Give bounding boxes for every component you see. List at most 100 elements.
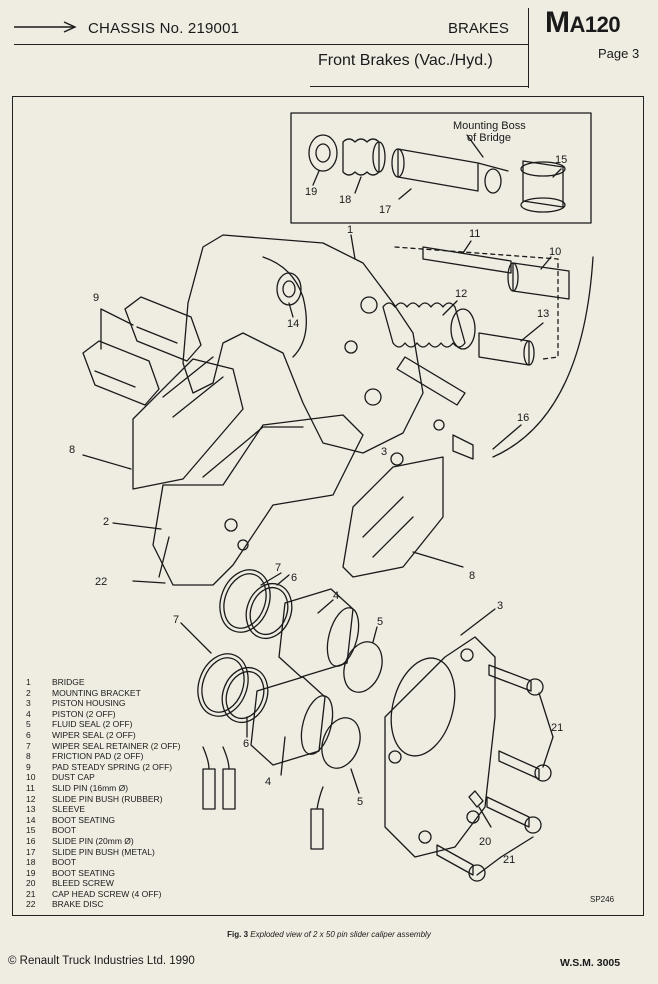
- legend-number: 18: [26, 857, 36, 868]
- legend-number: 22: [26, 899, 36, 910]
- retainer-7b: [197, 653, 249, 717]
- figure-caption-text: Exploded view of 2 x 50 pin slider calip…: [250, 930, 431, 939]
- legend-text: SLIDE PIN (20mm Ø): [52, 835, 134, 846]
- header-divider: [528, 8, 529, 88]
- callout-1: 1: [347, 224, 353, 236]
- legend-text: BRAKE DISC: [52, 899, 104, 910]
- bleed-screw-20: [468, 790, 484, 808]
- boot-seating-19: [308, 134, 338, 172]
- legend-number: 1: [26, 677, 31, 687]
- manual-code-prefix: M: [545, 6, 570, 39]
- legend-row: 13 SLEEVE: [26, 804, 180, 815]
- seal-section-c: [310, 808, 324, 850]
- pad-spring-9b: [82, 340, 160, 406]
- legend-text: BOOT: [52, 857, 77, 868]
- callout-8b: 8: [469, 570, 475, 582]
- callout-3a: 3: [497, 600, 503, 612]
- slide-pin-11: [422, 246, 512, 274]
- figure-frame: [12, 96, 644, 916]
- callout-21b: 21: [503, 854, 515, 866]
- seal-section-a: [202, 768, 216, 810]
- manual-code-suffix: A120: [569, 12, 621, 37]
- legend-text: BLEED SCREW: [52, 878, 114, 889]
- header-rule: [14, 44, 528, 45]
- legend-number: 4: [26, 708, 31, 719]
- callout-11: 11: [469, 228, 480, 240]
- cap-screw-21b: [498, 750, 540, 780]
- legend-number: 9: [26, 761, 31, 772]
- legend-number: 12: [26, 793, 36, 804]
- callout-4b: 4: [265, 776, 271, 788]
- legend-number: 7: [26, 740, 31, 751]
- subtitle-rule: [310, 86, 528, 87]
- slide-pin-16: [396, 356, 466, 406]
- seal-section-b: [222, 768, 236, 810]
- callout-5b: 5: [357, 796, 363, 808]
- cap-screw-21a: [488, 664, 532, 692]
- callout-19: 19: [305, 186, 317, 198]
- exploded-caliper-diagram: Mounting Boss of Bridge 1 2 3 3 4 4 5 5 …: [69, 112, 594, 882]
- legend-text: BOOT SEATING: [52, 867, 115, 878]
- legend-number: 10: [26, 772, 36, 783]
- brake-disc-22: [158, 536, 170, 578]
- piston-housing-3: [384, 636, 496, 858]
- legend-text: FLUID SEAL (2 OFF): [52, 719, 133, 730]
- callout-7b: 7: [173, 614, 179, 626]
- figure-code: SP246: [590, 895, 615, 904]
- figure-caption-label: Fig. 3: [227, 930, 249, 939]
- legend-text: DUST CAP: [52, 772, 95, 783]
- retainer-7a: [219, 569, 271, 633]
- callout-6a: 6: [291, 572, 297, 584]
- callout-9: 9: [93, 292, 99, 304]
- friction-pad-8a: [132, 358, 244, 490]
- inset-box: [290, 112, 592, 224]
- bridge-1: [182, 234, 424, 454]
- legend-text: SLEEVE: [52, 804, 86, 815]
- legend-number: 3: [26, 698, 31, 709]
- callout-16: 16: [517, 412, 529, 424]
- legend-text: MOUNTING BRACKET: [52, 687, 141, 698]
- legend-number: 21: [26, 888, 36, 899]
- legend-row: 5 FLUID SEAL (2 OFF): [26, 719, 180, 730]
- callout-8a: 8: [69, 444, 75, 456]
- callout-5a: 5: [377, 616, 383, 628]
- legend-number: 16: [26, 835, 36, 846]
- legend-number: 19: [26, 867, 36, 878]
- legend-number: 5: [26, 719, 31, 730]
- callout-20: 20: [479, 836, 491, 848]
- legend-text: BOOT: [52, 825, 77, 836]
- copyright: © Renault Truck Industries Ltd. 1990: [8, 955, 195, 967]
- legend-row: 19 BOOT SEATING: [26, 868, 180, 879]
- legend-text: BOOT SEATING: [52, 814, 115, 825]
- fluid-seal-5b: [321, 717, 361, 769]
- fluid-seal-5a: [343, 641, 383, 693]
- callout-3b: 3: [381, 446, 387, 458]
- manual-code: MA120: [545, 6, 621, 40]
- callout-12: 12: [455, 288, 467, 300]
- callout-22: 22: [95, 576, 107, 588]
- legend-number: 11: [26, 782, 35, 793]
- sleeve-13: [478, 332, 530, 366]
- legend-number: 8: [26, 751, 31, 762]
- section-title: BRAKES: [448, 20, 509, 37]
- callout-10: 10: [549, 246, 561, 258]
- legend-row: 21 CAP HEAD SCREW (4 OFF): [26, 889, 180, 900]
- callout-7a: 7: [275, 562, 281, 574]
- callout-4a: 4: [333, 590, 339, 602]
- legend-number: 13: [26, 804, 36, 815]
- legend-text: CAP HEAD SCREW (4 OFF): [52, 888, 162, 899]
- legend-row: 10 DUST CAP: [26, 772, 180, 783]
- legend-text: SLID PIN (16mm Ø): [52, 782, 129, 793]
- rubber-bush-12: [382, 302, 466, 348]
- arrow-icon: [14, 21, 77, 33]
- legend-row: 11 SLID PIN (16mm Ø): [26, 783, 180, 794]
